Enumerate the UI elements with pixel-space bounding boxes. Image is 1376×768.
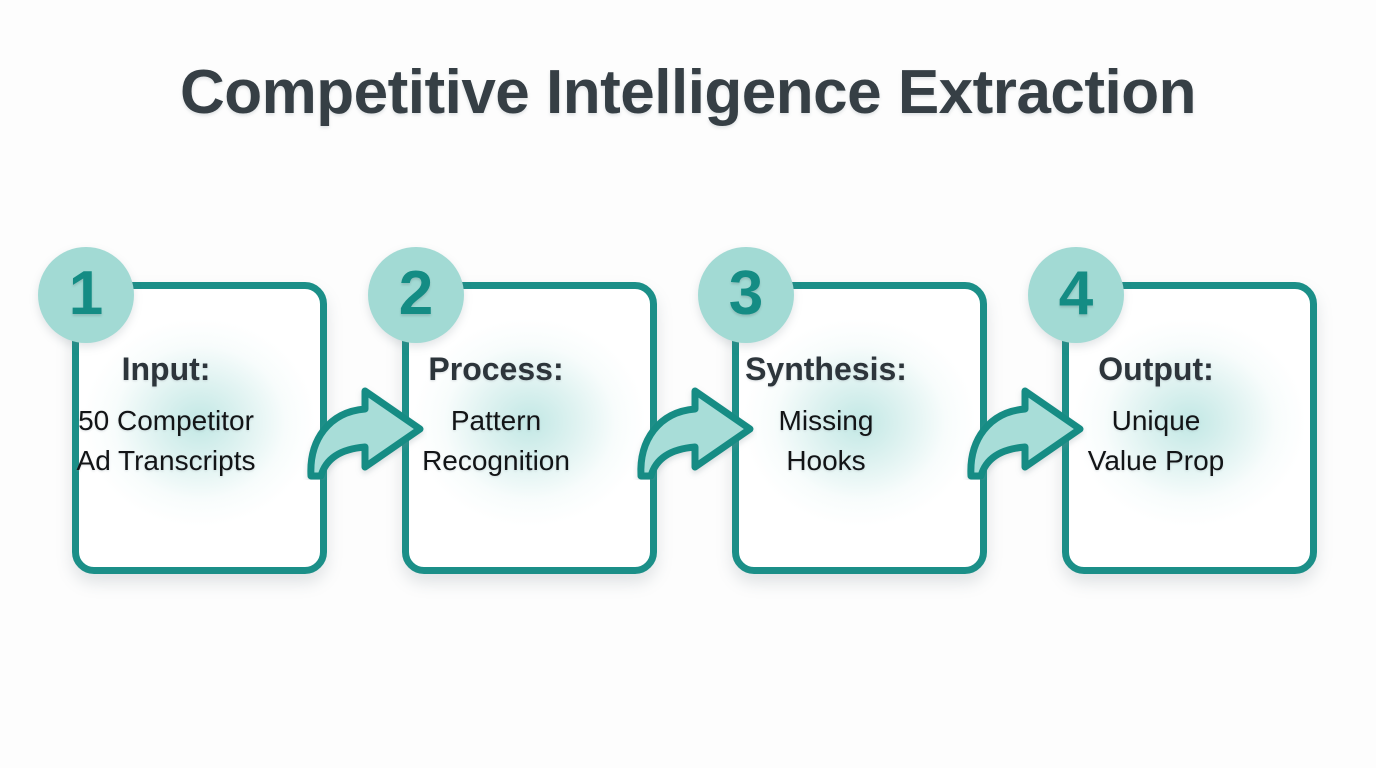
step-number-badge-4: 4 [1028, 247, 1124, 343]
step-number-badge-2: 2 [368, 247, 464, 343]
step-number-badge-3: 3 [698, 247, 794, 343]
step-number-label: 1 [68, 259, 104, 328]
step-number-label: 3 [728, 259, 764, 328]
curved-arrow-right-icon [963, 384, 1087, 480]
page-title: Competitive Intelligence Extraction [179, 58, 1197, 127]
curved-arrow-right-icon [303, 384, 427, 480]
step-number-badge-1: 1 [38, 247, 134, 343]
curved-arrow-right-icon [633, 384, 757, 480]
step-number-label: 4 [1058, 259, 1094, 328]
step-number-label: 2 [398, 259, 434, 328]
